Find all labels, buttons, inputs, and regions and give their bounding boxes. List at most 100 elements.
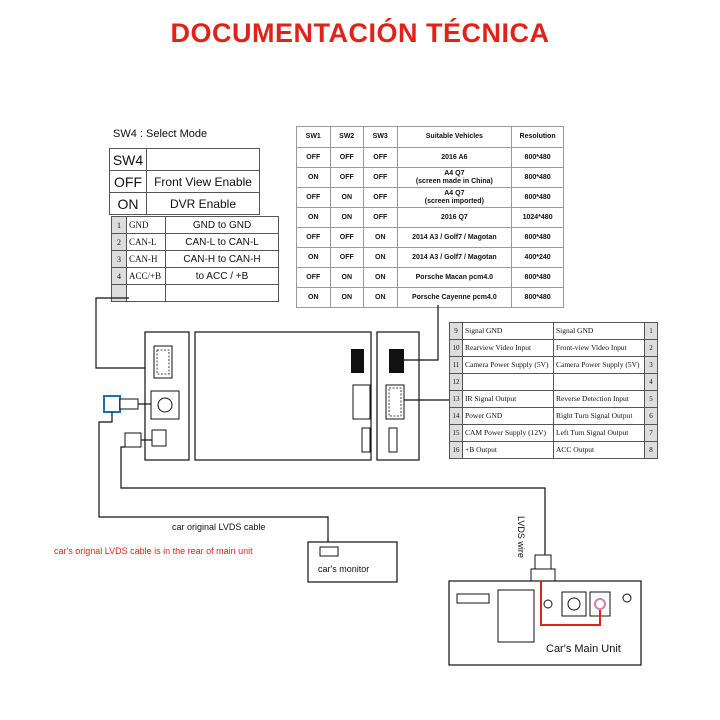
connector-pin-function: Front-view Video Input bbox=[553, 339, 645, 357]
connector-pin-number: 9 bbox=[449, 322, 463, 340]
sw2-cell-text: ON bbox=[341, 213, 353, 221]
sw2-cell-text: ON bbox=[341, 293, 353, 301]
vehicle-cell-text: 2016 Q7 bbox=[440, 213, 468, 221]
connector-pin-number: 2 bbox=[644, 339, 658, 357]
connector-pin-function bbox=[462, 373, 554, 391]
lvds-wire-label: LVDS wire bbox=[516, 516, 526, 558]
sw4-state-cell: ON bbox=[109, 192, 147, 215]
vehicle-cell-text: Porsche Macan pcm4.0 bbox=[415, 273, 494, 281]
resolution-cell-text: 800*480 bbox=[524, 273, 551, 281]
connector-pin-number: 5 bbox=[644, 390, 658, 408]
ir-port bbox=[361, 427, 371, 453]
connector-pin-number: 8 bbox=[644, 441, 658, 459]
lvds-warning-label: car's orignal LVDS cable is in the rear … bbox=[54, 546, 253, 556]
connector-pin-number: 7 bbox=[644, 424, 658, 442]
lvds-plug-body bbox=[530, 568, 556, 582]
rca-jack bbox=[157, 397, 173, 413]
sw3-cell-text: OFF bbox=[373, 173, 388, 181]
16-pin-connector-pins bbox=[388, 387, 402, 417]
dip-number: 1 bbox=[352, 350, 355, 356]
vehicle-cell-text: 2014 A3 / Golf7 / Magotan bbox=[412, 253, 497, 261]
sw2-cell-text: OFF bbox=[339, 153, 354, 161]
connector-pin-function: Camera Power Supply (5V) bbox=[553, 356, 645, 374]
sw3-cell-text: OFF bbox=[373, 213, 388, 221]
sw2-cell-text: OFF bbox=[339, 173, 354, 181]
main-unit-screw bbox=[543, 599, 553, 609]
lvds-small-connector bbox=[124, 432, 142, 448]
connector-pin-number: 16 bbox=[449, 441, 463, 459]
decoder-main-body bbox=[194, 331, 372, 461]
resolution-cell-text: 400*240 bbox=[524, 253, 551, 261]
sw3-cell-text: ON bbox=[375, 273, 386, 281]
sw3-cell-text: OFF bbox=[373, 193, 388, 201]
sw3-cell-text: ON bbox=[375, 293, 386, 301]
main-unit-module bbox=[497, 589, 535, 643]
sw1-cell-text: OFF bbox=[306, 153, 321, 161]
sw2-cell-text: OFF bbox=[339, 253, 354, 261]
main-unit-screw-right bbox=[622, 593, 632, 603]
lvds-out-port bbox=[151, 429, 167, 447]
sw3-cell-text: ON bbox=[375, 233, 386, 241]
connector-pin-number: 4 bbox=[644, 373, 658, 391]
blue-connector-plug bbox=[119, 398, 139, 410]
sw2-cell-text: OFF bbox=[339, 233, 354, 241]
table-row: 12 4 bbox=[449, 373, 658, 391]
resolution-cell-text: 800*480 bbox=[524, 173, 551, 181]
sw1-cell: ON bbox=[296, 287, 331, 308]
connector-pin-function: Signal GND bbox=[462, 322, 554, 340]
connector-pin-number: 1 bbox=[644, 322, 658, 340]
resolution-cell-text: 800*480 bbox=[524, 293, 551, 301]
connector-pin-number: 12 bbox=[449, 373, 463, 391]
16-pin-connector bbox=[385, 384, 405, 420]
resolution-cell-text: 800*480 bbox=[524, 233, 551, 241]
connector-pin-function: Signal GND bbox=[553, 322, 645, 340]
resolution-cell-text: 800*480 bbox=[524, 193, 551, 201]
dip-number: 2 bbox=[352, 356, 355, 362]
dip-wire bbox=[404, 305, 439, 361]
connector-pin-number: 13 bbox=[449, 390, 463, 408]
sw2-cell-text: ON bbox=[341, 193, 353, 201]
sw3-cell-text: OFF bbox=[373, 153, 388, 161]
lvds-cable-line bbox=[98, 412, 329, 545]
sw1-cell-text: ON bbox=[308, 293, 319, 301]
dip-numbers: 1 2 3 4 bbox=[352, 350, 358, 374]
monitor-port bbox=[319, 546, 339, 557]
car-main-unit-label: Car's Main Unit bbox=[546, 643, 621, 655]
connector-pin-function: Right Turn Signal Output bbox=[553, 407, 645, 425]
vehicle-note: (screen imported) bbox=[424, 197, 484, 205]
pin-description-empty bbox=[165, 284, 279, 302]
pin-number: 3 bbox=[111, 250, 127, 268]
table-row: ON ON ON Porsche Cayenne pcm4.0 800*480 bbox=[296, 287, 564, 308]
connector-pin-function: Power GND bbox=[462, 407, 554, 425]
connector-pin-function: Reverse Detection Input bbox=[553, 390, 645, 408]
table-row bbox=[111, 284, 279, 302]
vehicle-cell-text: A4 Q7 bbox=[444, 189, 465, 197]
lvds-in-port bbox=[352, 384, 371, 420]
table-row: OFF Front View Enable bbox=[109, 170, 260, 193]
sw1-cell-text: ON bbox=[308, 253, 319, 261]
sw1-cell-text: ON bbox=[308, 213, 319, 221]
vehicle-cell-text: Porsche Cayenne pcm4.0 bbox=[411, 293, 497, 301]
vehicle-resolution-table: SW1 SW2 SW3 Suitable Vehicles Resolution… bbox=[296, 126, 564, 308]
connector-pin-number: 10 bbox=[449, 339, 463, 357]
connector-pin-function: IR Signal Output bbox=[462, 390, 554, 408]
sw1-cell-text: ON bbox=[308, 173, 319, 181]
can-wire bbox=[95, 297, 157, 369]
page-title: DOCUMENTACIÓN TÉCNICA bbox=[170, 18, 550, 48]
vehicle-note: (screen made in China) bbox=[415, 177, 493, 185]
sw4-heading: SW4 : Select Mode bbox=[113, 128, 208, 140]
connector-pin-number: 6 bbox=[644, 407, 658, 425]
blue-video-connector bbox=[103, 395, 121, 413]
